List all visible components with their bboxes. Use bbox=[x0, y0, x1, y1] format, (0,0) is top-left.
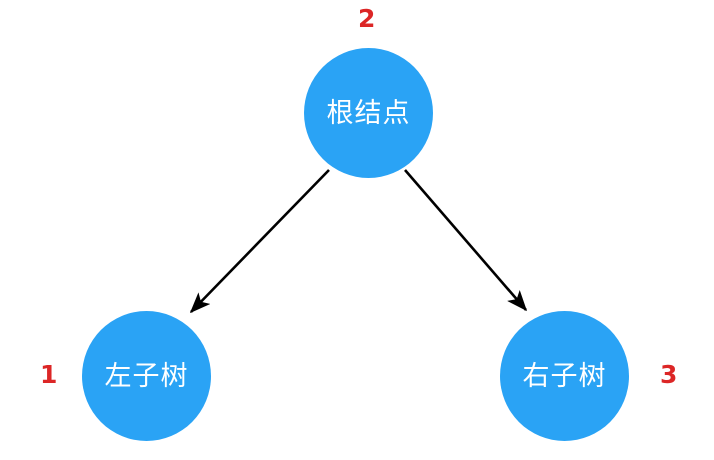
edge-root-to-left bbox=[189, 169, 330, 314]
tree-node-root-label: 根结点 bbox=[326, 97, 411, 129]
tree-node-left-subtree[interactable]: 左子树 bbox=[82, 311, 211, 441]
traversal-order-marker-left: 1 bbox=[40, 360, 58, 389]
edge-root-to-right bbox=[404, 169, 528, 312]
tree-node-right-subtree-label: 右子树 bbox=[522, 360, 607, 392]
tree-node-right-subtree[interactable]: 右子树 bbox=[500, 311, 629, 441]
tree-node-root[interactable]: 根结点 bbox=[304, 48, 433, 178]
tree-node-left-subtree-label: 左子树 bbox=[104, 360, 189, 392]
traversal-order-marker-right: 3 bbox=[660, 360, 678, 389]
traversal-order-marker-root: 2 bbox=[358, 4, 376, 33]
